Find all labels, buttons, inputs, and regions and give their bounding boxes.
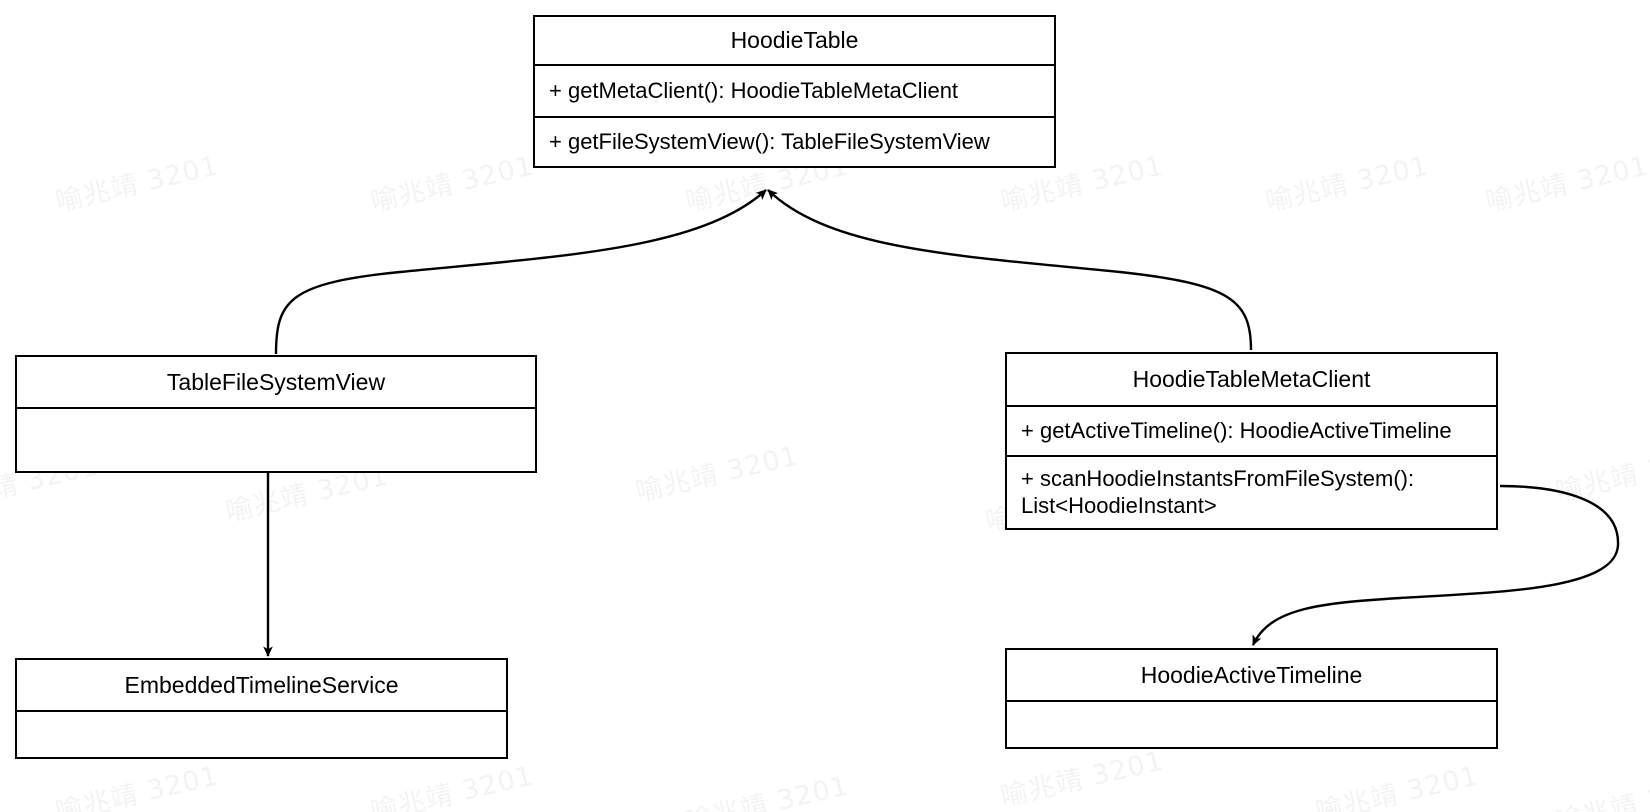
watermark-text: 喻兆靖 3201	[1482, 150, 1650, 219]
class-member-hoodie-table-0: + getMetaClient(): HoodieTableMetaClient	[549, 77, 959, 103]
class-box-hoodie-active-timeline[interactable]: HoodieActiveTimeline	[1005, 648, 1498, 749]
class-box-table-file-system-view[interactable]: TableFileSystemView	[15, 355, 537, 473]
watermark-text: 喻兆靖 3201	[367, 760, 537, 812]
watermark-text: 喻兆靖 3201	[682, 770, 852, 812]
watermark-text: 喻兆靖 3201	[1312, 760, 1482, 812]
class-member-hoodie-active-timeline-0	[1007, 702, 1496, 747]
class-member-hoodie-table-meta-client-1: + scanHoodieInstantsFromFileSystem(): Li…	[1007, 455, 1496, 526]
watermark-text: 喻兆靖 3201	[997, 745, 1167, 812]
class-box-embedded-timeline-service[interactable]: EmbeddedTimelineService	[15, 658, 508, 759]
class-box-hoodie-table-meta-client[interactable]: HoodieTableMetaClient + getActiveTimelin…	[1005, 352, 1498, 530]
class-member-hoodie-table-1: + getFileSystemView(): TableFileSystemVi…	[535, 116, 1054, 166]
watermark-text: 喻兆靖 3201	[632, 440, 802, 509]
watermark-text: 喻兆靖 3201	[1262, 150, 1432, 219]
class-name-hoodie-table-meta-client: HoodieTableMetaClient	[1007, 354, 1496, 407]
watermark-text: 喻兆靖 3201	[1553, 770, 1650, 812]
watermark-text: 喻兆靖 3201	[1552, 440, 1650, 509]
connector-hoodie-table-meta-client-to-hoodie-table	[767, 189, 1253, 351]
class-box-hoodie-table[interactable]: HoodieTable + getMetaClient(): HoodieTab…	[533, 15, 1056, 168]
class-member-hoodie-table-meta-client-0: + getActiveTimeline(): HoodieActiveTimel…	[1021, 417, 1452, 443]
class-member-embedded-timeline-service-0	[17, 712, 506, 757]
class-name-hoodie-active-timeline: HoodieActiveTimeline	[1007, 650, 1496, 702]
watermark-text: 喻兆靖 3201	[367, 150, 537, 219]
class-name-hoodie-table: HoodieTable	[535, 17, 1054, 66]
watermark-text: 喻兆靖 3201	[52, 150, 222, 219]
connector-table-file-system-view-to-hoodie-table	[274, 189, 767, 355]
class-name-embedded-timeline-service: EmbeddedTimelineService	[17, 660, 506, 712]
watermark-text: 喻兆靖 3201	[52, 760, 222, 812]
class-name-table-file-system-view: TableFileSystemView	[17, 357, 535, 409]
class-member-table-file-system-view-0	[17, 409, 535, 471]
